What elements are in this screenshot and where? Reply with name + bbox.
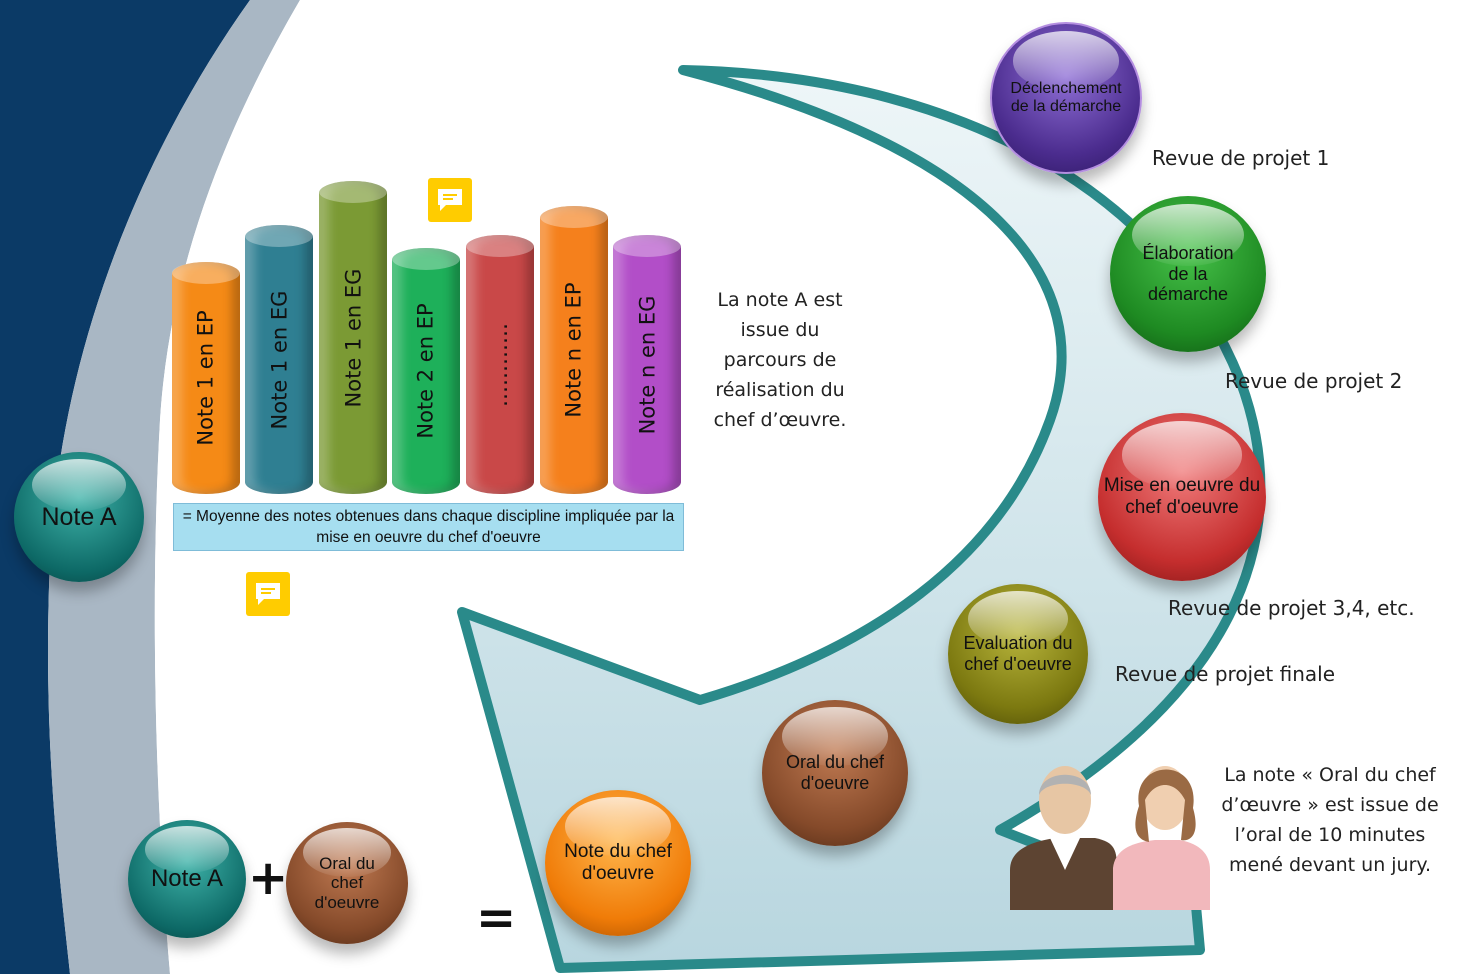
- bar-label: Note n en EP: [562, 282, 586, 418]
- bar-label: Note 2 en EP: [414, 303, 439, 439]
- note-a-label: Note A: [41, 502, 117, 531]
- oral-explanation: La note « Oral du chef d’œuvre » est iss…: [1221, 764, 1439, 876]
- navy-band: [0, 0, 250, 974]
- note-chef-label: Note du chef d'oeuvre: [564, 841, 672, 884]
- oral-sphere: Oral du chef d'oeuvre: [762, 700, 908, 846]
- note-a-sphere: Note A: [14, 452, 144, 582]
- note-chef-sphere: Note du chef d'oeuvre: [545, 790, 691, 936]
- review-final: Revue de projet finale: [1115, 662, 1335, 686]
- bar-top: [245, 225, 313, 247]
- comment-icon[interactable]: [246, 572, 290, 616]
- oral-label: Oral du chef d'oeuvre: [785, 752, 885, 793]
- equals-sign: =: [476, 890, 517, 946]
- review-2: Revue de projet 2: [1225, 369, 1403, 393]
- bar-top: [172, 262, 240, 284]
- declenchement-label: Déclenchement de la démarche: [1010, 79, 1122, 115]
- evaluation-sphere: Evaluation du chef d'oeuvre: [948, 584, 1088, 724]
- bar-label: Note 1 en EP: [194, 310, 219, 446]
- bar-label: …………: [488, 322, 512, 407]
- bar-top: [319, 181, 387, 203]
- elaboration-sphere: Élaboration de la démarche: [1110, 196, 1266, 352]
- review-3: Revue de projet 3,4, etc.: [1168, 596, 1415, 620]
- review-1: Revue de projet 1: [1152, 146, 1330, 170]
- bar-cylinder: Note 2 en EP: [392, 248, 460, 494]
- comment-icon[interactable]: [428, 178, 472, 222]
- note-a-bottom-sphere: Note A: [128, 820, 246, 938]
- bar-label: Note 1 en EG: [267, 290, 291, 429]
- summary-box: = Moyenne des notes obtenues dans chaque…: [173, 503, 684, 551]
- note-a-explanation: La note A est issue du parcours de réali…: [713, 289, 847, 431]
- evaluation-label: Evaluation du chef d'oeuvre: [963, 633, 1073, 674]
- bar-cylinder: Note n en EP: [540, 206, 608, 494]
- grey-band: [48, 0, 300, 974]
- bar-cylinder: Note 1 en EG: [245, 225, 313, 494]
- note-a-bottom-label: Note A: [150, 865, 224, 893]
- oral-bottom-sphere: Oral du chef d'oeuvre: [286, 822, 408, 944]
- bar-top: [466, 235, 534, 257]
- bar-cylinder: Note 1 en EP: [172, 262, 240, 494]
- bar-cylinder: Note 1 en EG: [319, 181, 387, 494]
- mise-en-oeuvre-sphere: Mise en oeuvre du chef d'oeuvre: [1098, 413, 1266, 581]
- bar-cylinder: Note n en EG: [613, 235, 681, 494]
- elaboration-label: Élaboration de la démarche: [1142, 242, 1234, 305]
- summary-text: = Moyenne des notes obtenues dans chaque…: [182, 508, 675, 546]
- plus-sign: +: [248, 850, 289, 906]
- oral-bottom-label: Oral du chef d'oeuvre: [314, 853, 380, 912]
- bar-cylinder: …………: [466, 235, 534, 494]
- bar-top: [540, 206, 608, 228]
- bar-top: [613, 235, 681, 257]
- jury-icon: [1010, 766, 1210, 910]
- bar-label: Note n en EG: [635, 295, 660, 434]
- bar-top: [392, 248, 460, 270]
- mise-en-oeuvre-label: Mise en oeuvre du chef d'oeuvre: [1103, 475, 1261, 518]
- bar-label: Note 1 en EG: [341, 268, 365, 407]
- declenchement-sphere: Déclenchement de la démarche: [990, 22, 1142, 174]
